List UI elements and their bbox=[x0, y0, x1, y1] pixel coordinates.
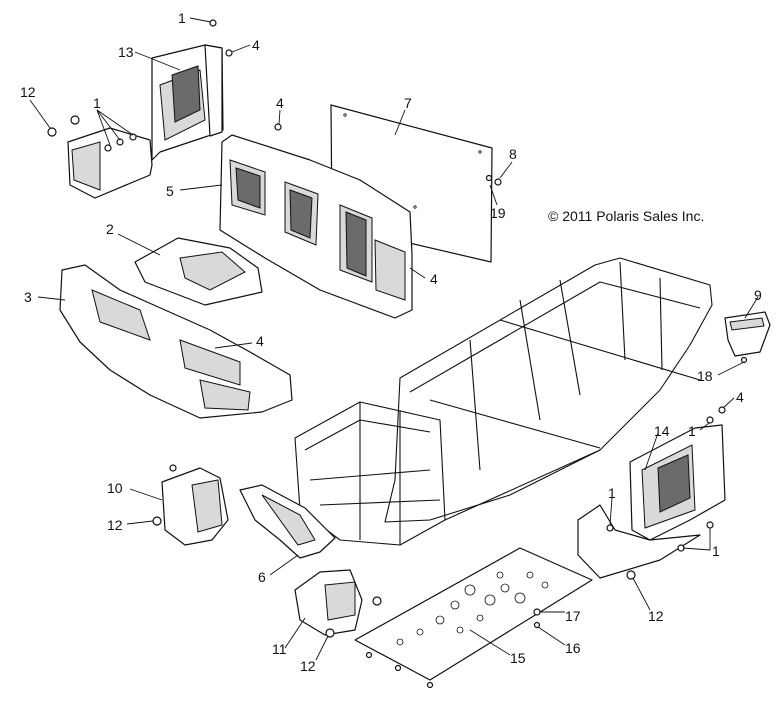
leader-lines bbox=[29, 17, 759, 661]
callout-c1e: 1 bbox=[712, 543, 720, 559]
part-2-floor bbox=[134, 237, 263, 306]
callout-c11: 11 bbox=[272, 641, 287, 657]
part-10-bracket bbox=[161, 467, 229, 546]
callout-c4c: 4 bbox=[430, 271, 438, 287]
callout-c1c: 1 bbox=[688, 423, 696, 439]
callout-c9: 9 bbox=[754, 287, 762, 303]
callout-c7: 7 bbox=[404, 95, 412, 111]
callout-c14: 14 bbox=[654, 423, 670, 439]
callout-c3: 3 bbox=[24, 289, 32, 305]
callout-c2: 2 bbox=[106, 221, 114, 237]
callout-c12a: 12 bbox=[20, 84, 36, 100]
part-14-right-panel bbox=[577, 424, 726, 579]
part-3-floor-console bbox=[59, 264, 293, 419]
part-13-panel bbox=[67, 44, 224, 199]
fasteners bbox=[47, 19, 748, 689]
callout-c4a: 4 bbox=[252, 37, 260, 53]
part-15-skid-plate bbox=[354, 547, 593, 681]
callout-c6: 6 bbox=[258, 569, 266, 585]
callout-c19: 19 bbox=[490, 205, 506, 221]
callout-c1b: 1 bbox=[93, 95, 101, 111]
callout-c17: 17 bbox=[565, 608, 581, 624]
callout-c18: 18 bbox=[697, 368, 713, 384]
copyright-text: © 2011 Polaris Sales Inc. bbox=[548, 208, 704, 224]
callout-c1d: 1 bbox=[608, 485, 616, 501]
part-6-duct bbox=[239, 484, 336, 559]
part-11-bracket bbox=[294, 569, 363, 636]
callout-labels: 1 13 4 12 1 4 7 5 8 19 2 4 3 4 9 18 1 4 … bbox=[20, 10, 762, 674]
callout-c10: 10 bbox=[107, 480, 123, 496]
callout-c5: 5 bbox=[166, 183, 174, 199]
callout-c4d: 4 bbox=[256, 333, 264, 349]
callout-c4b: 4 bbox=[276, 95, 284, 111]
part-5-bulkhead bbox=[219, 134, 413, 319]
callout-c15: 15 bbox=[510, 650, 526, 666]
callout-c13: 13 bbox=[118, 44, 134, 60]
callout-c12d: 12 bbox=[300, 658, 316, 674]
callout-c8: 8 bbox=[509, 146, 517, 162]
callout-c1a: 1 bbox=[178, 10, 186, 26]
callout-c12c: 12 bbox=[648, 608, 664, 624]
callout-c16: 16 bbox=[565, 640, 581, 656]
callout-c12b: 12 bbox=[107, 517, 123, 533]
part-9-bracket bbox=[724, 311, 771, 357]
callout-c4e: 4 bbox=[736, 389, 744, 405]
